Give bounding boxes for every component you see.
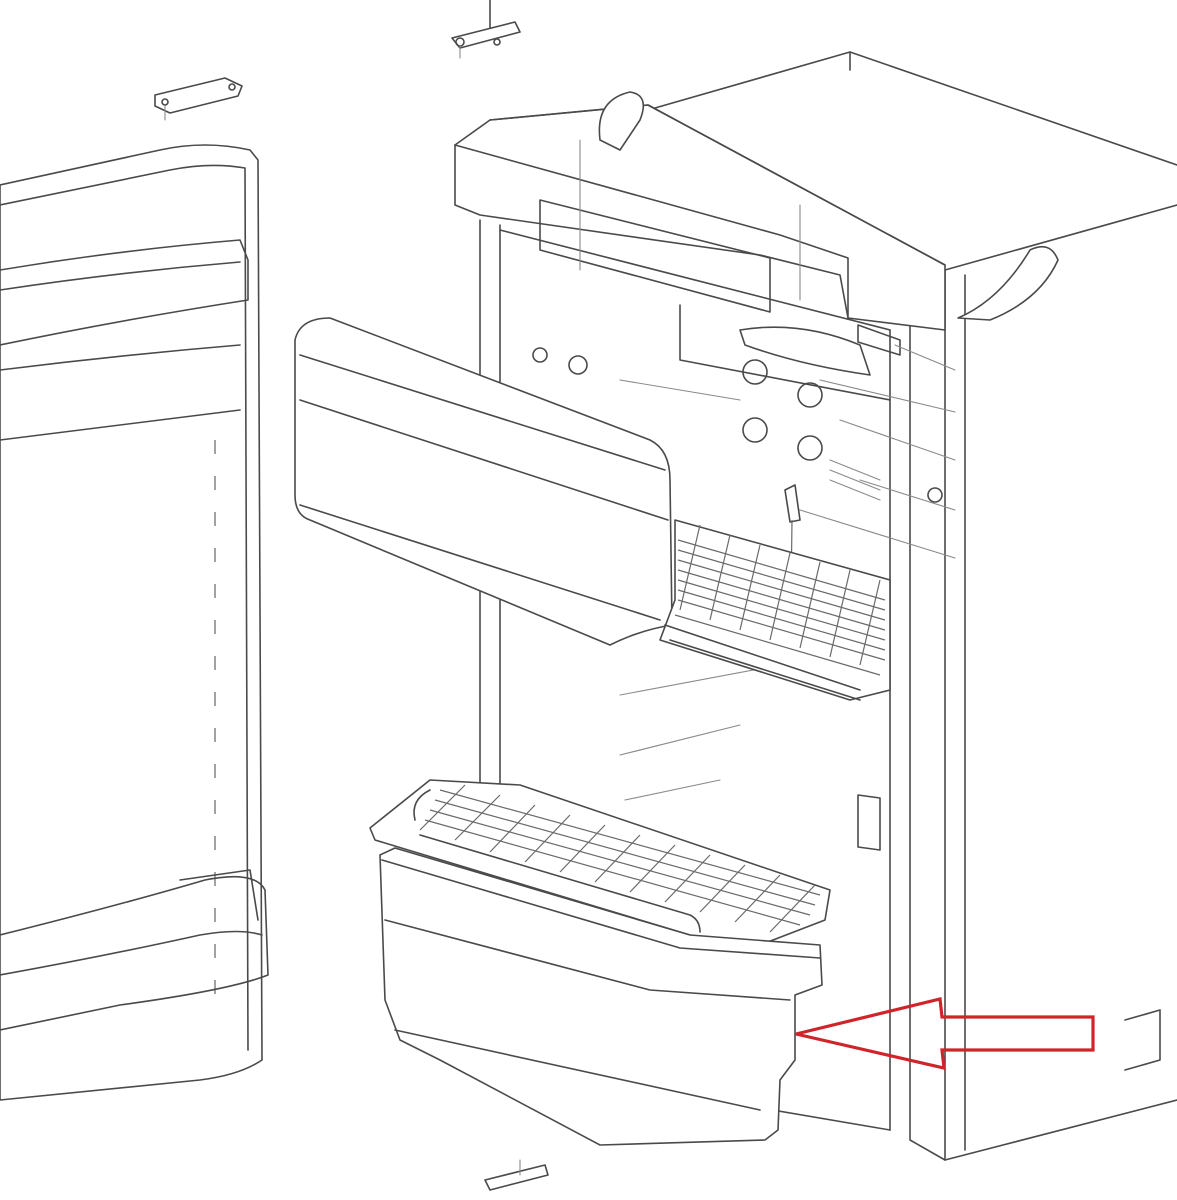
door-assembly (0, 144, 269, 1101)
lower-wire-shelf (369, 779, 831, 946)
cabinet-body (454, 51, 1177, 1161)
upper-wire-shelf (659, 519, 891, 701)
vegetable-crisper-box (379, 847, 823, 1146)
cabinet-hinge-top (451, 0, 521, 59)
bottom-hinge (484, 1159, 549, 1191)
arrow-left-outline-icon (795, 997, 1095, 1071)
freezer-door (294, 317, 673, 646)
door-hinge-top (154, 77, 243, 121)
